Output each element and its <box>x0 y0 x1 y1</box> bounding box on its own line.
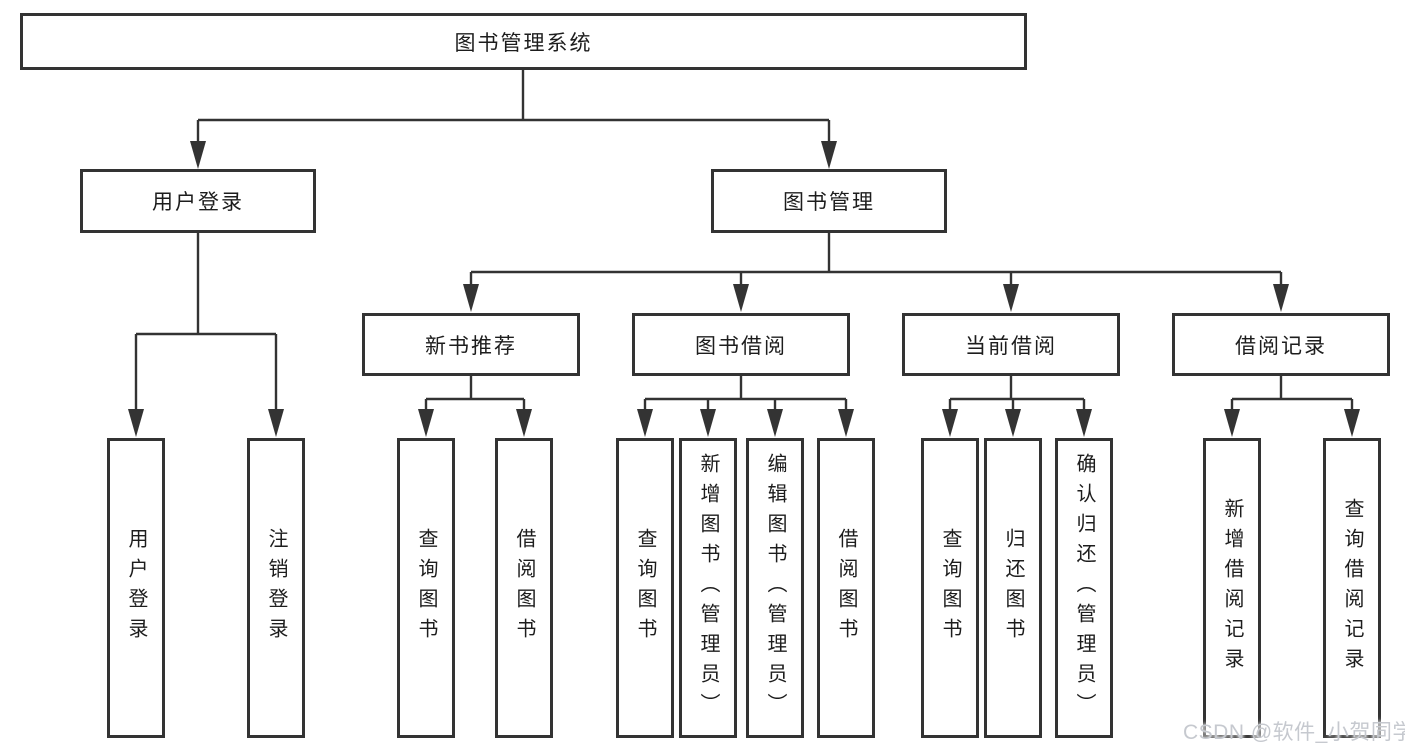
leaf-add-books-admin-label: 新增图书（管理员） <box>697 453 719 723</box>
arrowhead <box>1224 409 1240 437</box>
arrowhead <box>700 409 716 437</box>
node-current-borrowing: 当前借阅 <box>902 313 1120 376</box>
arrowhead <box>1076 409 1092 437</box>
leaf-query-books-recommend-label: 查询图书 <box>415 528 437 648</box>
leaf-confirm-return-admin: 确认归还（管理员） <box>1055 438 1113 738</box>
leaf-user-login-label: 用户登录 <box>125 528 147 648</box>
arrowhead <box>733 284 749 312</box>
arrowhead <box>1344 409 1360 437</box>
leaf-borrow-books-recommend: 借阅图书 <box>495 438 553 738</box>
leaf-confirm-return-admin-label: 确认归还（管理员） <box>1073 453 1095 723</box>
arrowhead <box>463 284 479 312</box>
csdn-watermark: CSDN @软件_小贺同学 <box>1183 721 1405 744</box>
node-book-borrowing: 图书借阅 <box>632 313 850 376</box>
leaf-query-books-borrowing: 查询图书 <box>616 438 674 738</box>
arrowhead <box>190 141 206 169</box>
node-root-label: 图书管理系统 <box>454 31 593 55</box>
arrowhead <box>1003 284 1019 312</box>
arrowhead <box>637 409 653 437</box>
leaf-borrow-books: 借阅图书 <box>817 438 875 738</box>
leaf-query-books-current: 查询图书 <box>921 438 979 738</box>
arrowhead <box>516 409 532 437</box>
arrowhead <box>268 409 284 437</box>
leaf-logout-label: 注销登录 <box>265 528 287 648</box>
leaf-edit-books-admin-label: 编辑图书（管理员） <box>764 453 786 723</box>
connector-root <box>196 69 831 142</box>
connector-borrowing-records <box>1230 376 1354 410</box>
connector-current-borrowing <box>948 376 1086 410</box>
node-new-book-recommend-label: 新书推荐 <box>425 334 517 358</box>
node-current-borrowing-label: 当前借阅 <box>965 334 1057 358</box>
node-root: 图书管理系统 <box>20 13 1027 70</box>
arrowhead <box>1005 409 1021 437</box>
node-borrowing-records: 借阅记录 <box>1172 313 1390 376</box>
leaf-query-borrow-record: 查询借阅记录 <box>1323 438 1381 738</box>
leaf-add-borrow-record: 新增借阅记录 <box>1203 438 1261 738</box>
leaf-logout: 注销登录 <box>247 438 305 738</box>
leaf-query-books-recommend: 查询图书 <box>397 438 455 738</box>
node-new-book-recommend: 新书推荐 <box>362 313 580 376</box>
connector-new-book <box>424 376 526 410</box>
leaf-user-login: 用户登录 <box>107 438 165 738</box>
leaf-query-borrow-record-label: 查询借阅记录 <box>1341 498 1363 678</box>
arrowhead <box>418 409 434 437</box>
node-user-login: 用户登录 <box>80 169 316 233</box>
connector-book-borrowing <box>643 376 848 410</box>
node-book-management-label: 图书管理 <box>783 191 875 214</box>
leaf-borrow-books-label: 借阅图书 <box>835 528 857 648</box>
node-book-borrowing-label: 图书借阅 <box>695 334 787 358</box>
leaf-add-books-admin: 新增图书（管理员） <box>679 438 737 738</box>
leaf-add-borrow-record-label: 新增借阅记录 <box>1221 498 1243 678</box>
leaf-return-books-label: 归还图书 <box>1002 528 1024 648</box>
leaf-query-books-current-label: 查询图书 <box>939 528 961 648</box>
connector-book-management <box>469 233 1283 285</box>
connector-user-login <box>134 233 278 410</box>
arrowhead <box>942 409 958 437</box>
node-book-management: 图书管理 <box>711 169 947 233</box>
arrowhead <box>128 409 144 437</box>
node-borrowing-records-label: 借阅记录 <box>1235 334 1327 358</box>
leaf-query-books-borrowing-label: 查询图书 <box>634 528 656 648</box>
leaf-return-books: 归还图书 <box>984 438 1042 738</box>
arrowhead <box>821 141 837 169</box>
leaf-edit-books-admin: 编辑图书（管理员） <box>746 438 804 738</box>
arrowhead <box>767 409 783 437</box>
node-user-login-label: 用户登录 <box>152 191 244 214</box>
arrowhead <box>1273 284 1289 312</box>
leaf-borrow-books-recommend-label: 借阅图书 <box>513 528 535 648</box>
arrowhead <box>838 409 854 437</box>
